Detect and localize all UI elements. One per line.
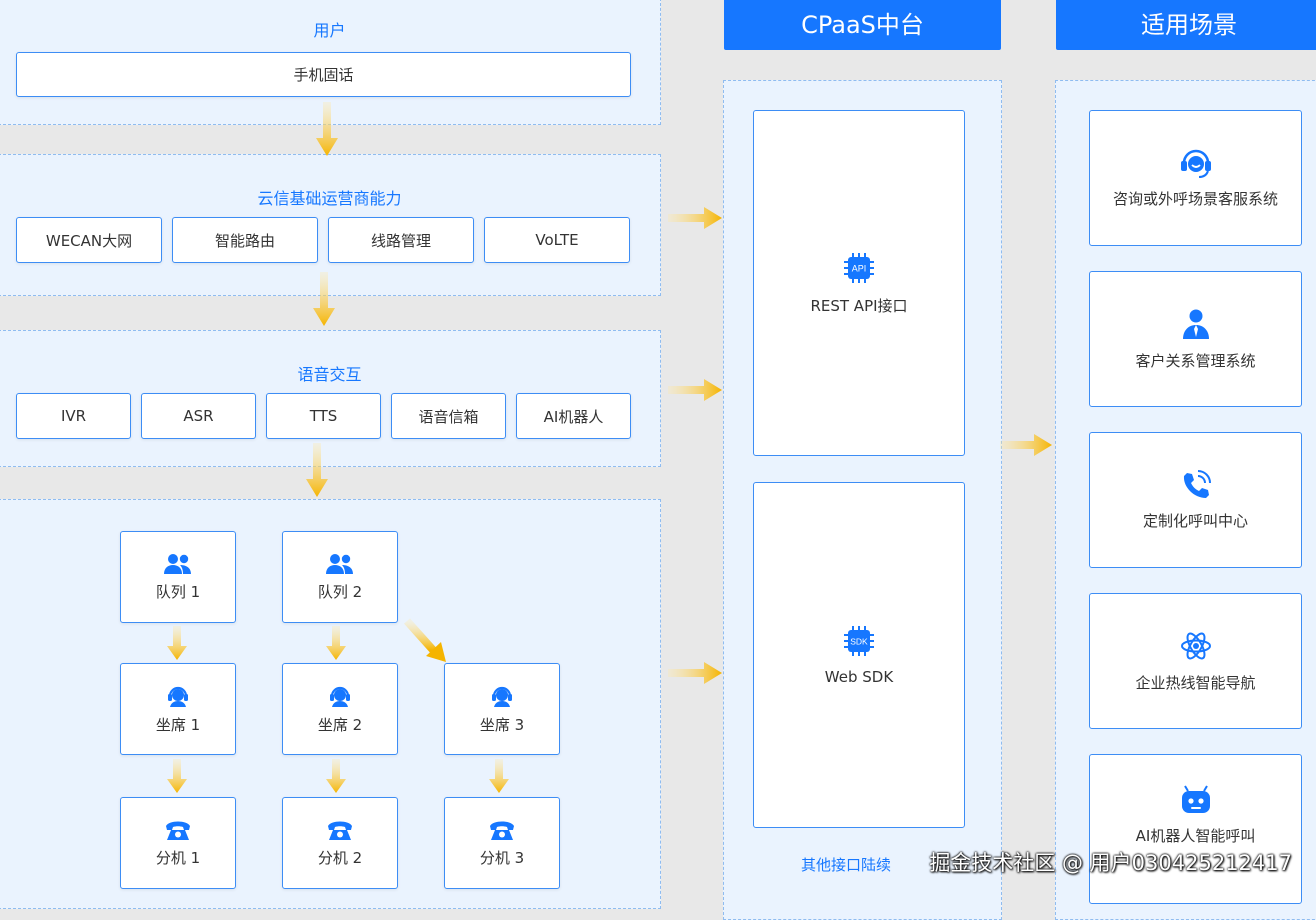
voice-item-tts: TTS xyxy=(266,393,381,439)
arrow-routing-to-cpaas xyxy=(668,662,722,684)
extension-node-3: 分机 3 xyxy=(444,797,560,889)
arrow-agent2-to-ext2 xyxy=(326,759,346,793)
queue-label: 队列 2 xyxy=(317,582,363,601)
extension-label: 分机 1 xyxy=(155,848,201,867)
sdk-chip-icon: SDK xyxy=(844,626,874,656)
voice-item-asr: ASR xyxy=(141,393,256,439)
arrow-voice-to-cpaas xyxy=(668,379,722,401)
arrow-queue2-to-agent2 xyxy=(326,626,346,660)
cpaas-header: CPaaS中台 xyxy=(724,0,1001,50)
scenario-label: 企业热线智能导航 xyxy=(1135,673,1256,692)
agent-label: 坐席 2 xyxy=(317,715,363,734)
customer-person-icon xyxy=(1182,309,1209,339)
svg-text:API: API xyxy=(852,263,867,273)
agent-headset-icon xyxy=(168,686,188,707)
arrow-queue2-to-agent3 xyxy=(404,618,446,662)
arrow-users-to-carrier xyxy=(316,102,338,156)
desk-phone-icon xyxy=(328,821,352,840)
carrier-panel: 云信基础运营商能力 WECAN大网 智能路由 线路管理 VoLTE xyxy=(0,154,661,296)
phone-ringing-icon xyxy=(1183,469,1211,498)
voice-title: 语音交互 xyxy=(297,365,362,384)
voice-item-voicemail: 语音信箱 xyxy=(391,393,506,439)
carrier-title: 云信基础运营商能力 xyxy=(257,189,402,208)
team-icon xyxy=(164,553,191,574)
arrow-agent3-to-ext3 xyxy=(489,759,509,793)
desk-phone-icon xyxy=(490,821,514,840)
phone-landline-box: 手机固话 xyxy=(16,52,631,97)
headset-service-icon xyxy=(1180,149,1211,178)
scenario-card-customer-service: 咨询或外呼场景客服系统 xyxy=(1089,110,1302,246)
scenario-label: 定制化呼叫中心 xyxy=(1142,511,1248,530)
web-sdk-label: Web SDK xyxy=(824,668,894,686)
carrier-item-smart-routing: 智能路由 xyxy=(172,217,318,263)
svg-text:SDK: SDK xyxy=(850,637,868,647)
agent-label: 坐席 3 xyxy=(479,715,525,734)
arrow-voice-to-routing xyxy=(306,443,328,497)
arrow-carrier-to-voice xyxy=(313,272,335,326)
robot-icon xyxy=(1181,785,1210,813)
scenario-card-ai-robot-call: AI机器人智能呼叫 xyxy=(1089,754,1302,904)
web-sdk-card: SDK Web SDK xyxy=(753,482,965,828)
queue-label: 队列 1 xyxy=(155,582,201,601)
carrier-item-volte: VoLTE xyxy=(484,217,630,263)
scenario-label: 咨询或外呼场景客服系统 xyxy=(1112,189,1278,208)
scenario-card-hotline-navigation: 企业热线智能导航 xyxy=(1089,593,1302,729)
arrow-cpaas-to-scenarios xyxy=(1000,434,1052,456)
agent-node-1: 坐席 1 xyxy=(120,663,236,755)
rest-api-card: API REST API接口 xyxy=(753,110,965,456)
extension-label: 分机 2 xyxy=(317,848,363,867)
queue-node-1: 队列 1 xyxy=(120,531,236,623)
rest-api-label: REST API接口 xyxy=(810,296,908,315)
atom-icon xyxy=(1180,632,1211,659)
agent-headset-icon xyxy=(330,686,350,707)
voice-panel: 语音交互 IVR ASR TTS 语音信箱 AI机器人 xyxy=(0,330,661,467)
scenario-card-crm: 客户关系管理系统 xyxy=(1089,271,1302,407)
extension-node-1: 分机 1 xyxy=(120,797,236,889)
agent-label: 坐席 1 xyxy=(155,715,201,734)
scenario-label: 客户关系管理系统 xyxy=(1135,351,1256,370)
desk-phone-icon xyxy=(166,821,190,840)
voice-item-ai-robot: AI机器人 xyxy=(516,393,631,439)
extension-label: 分机 3 xyxy=(479,848,525,867)
carrier-item-wecan: WECAN大网 xyxy=(16,217,162,263)
users-title: 用户 xyxy=(313,21,346,40)
other-interfaces-note: 其他接口陆续 xyxy=(801,856,892,874)
scenarios-header: 适用场景 xyxy=(1056,0,1316,50)
api-chip-icon: API xyxy=(844,252,874,283)
watermark-text: 掘金技术社区 @ 用户030425212417 xyxy=(929,851,1292,875)
scenario-label: AI机器人智能呼叫 xyxy=(1135,827,1256,845)
carrier-item-line-management: 线路管理 xyxy=(328,217,474,263)
queue-node-2: 队列 2 xyxy=(282,531,398,623)
arrow-carrier-to-cpaas xyxy=(668,207,722,229)
arrow-queue1-to-agent1 xyxy=(167,626,187,660)
arrow-agent1-to-ext1 xyxy=(167,759,187,793)
team-icon xyxy=(326,553,353,574)
agent-headset-icon xyxy=(492,686,512,707)
scenario-card-call-center: 定制化呼叫中心 xyxy=(1089,432,1302,568)
extension-node-2: 分机 2 xyxy=(282,797,398,889)
voice-item-ivr: IVR xyxy=(16,393,131,439)
agent-node-3: 坐席 3 xyxy=(444,663,560,755)
agent-node-2: 坐席 2 xyxy=(282,663,398,755)
